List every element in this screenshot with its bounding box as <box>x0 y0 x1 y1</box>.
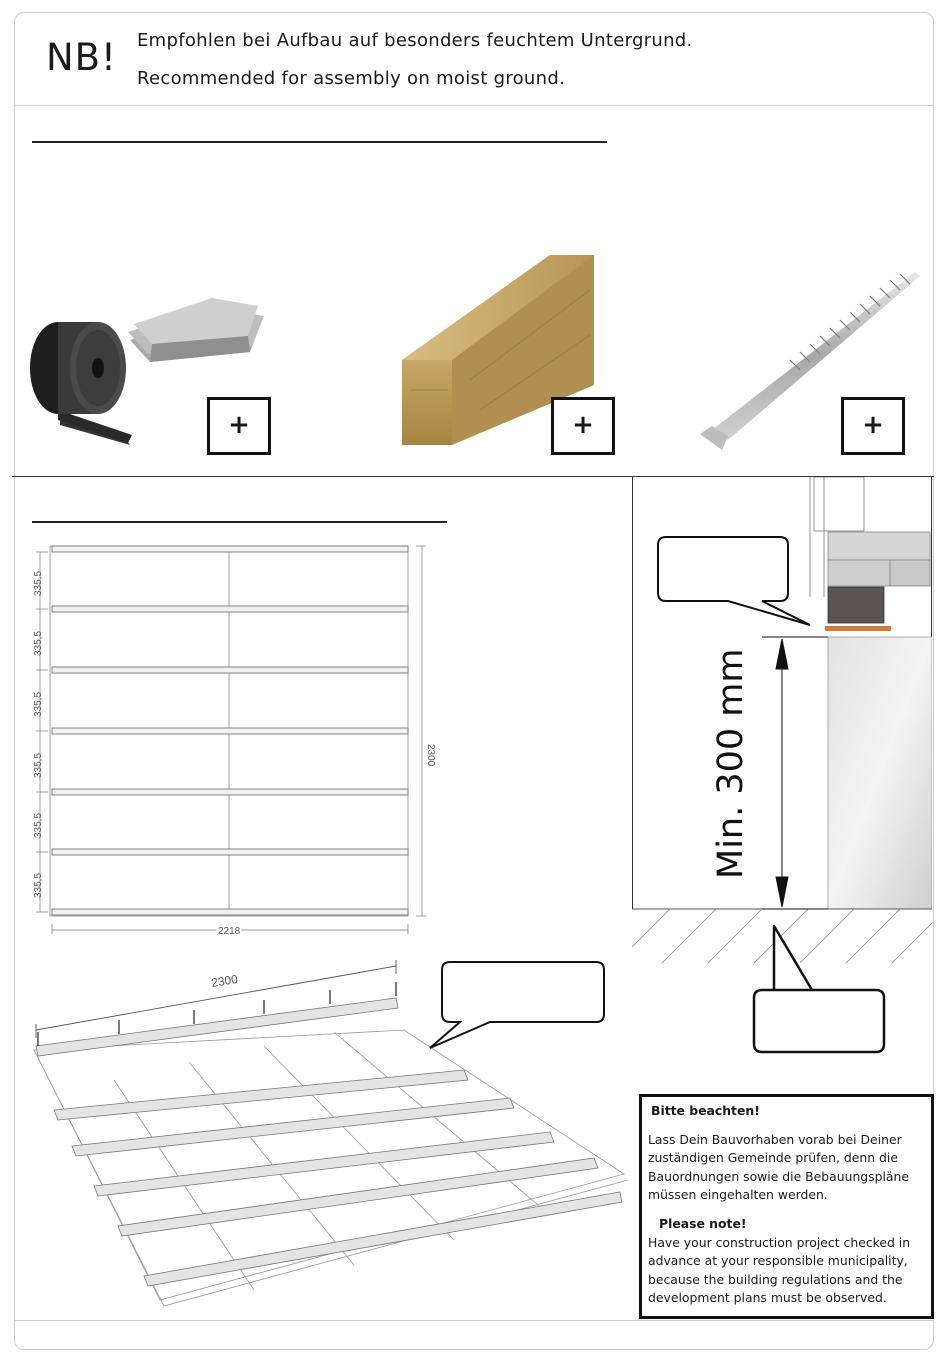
notice-de-line: Bauordnungen sowie die Bebauungspläne <box>648 1168 909 1184</box>
materials-illustrations <box>30 255 920 450</box>
foundation-detail-drawing: Min. 300 mm <box>632 477 932 963</box>
notice-en-line: development plans must be observed. <box>648 1290 887 1306</box>
isometric-frame-drawing: 2300 <box>33 960 629 1307</box>
notice-de-line: Lass Dein Bauvorhaben vorab bei Deiner <box>648 1132 902 1147</box>
felt-pads-icon <box>128 298 264 362</box>
materials-title-line <box>32 141 607 143</box>
screw-icon <box>700 272 920 450</box>
plan-title-line <box>32 521 447 523</box>
notice-en-line: Have your construction project checked i… <box>648 1235 911 1250</box>
note-english: Recommended for assembly on moist ground… <box>137 68 566 89</box>
spacing-label-4: 335,5 <box>33 753 44 778</box>
notice-heading-de: Bitte beachten! <box>651 1103 760 1118</box>
footer-divider <box>14 1320 934 1321</box>
floor-plan-drawing: 335,5 335,5 335,5 335,5 335,5 335,5 2300… <box>33 545 436 939</box>
spacing-label-5: 335,5 <box>33 813 44 838</box>
iso-length-label: 2300 <box>210 972 239 990</box>
add-timber-beam-button[interactable]: + <box>551 397 615 455</box>
add-screw-button[interactable]: + <box>841 397 905 455</box>
spacing-label-2: 335,5 <box>33 631 44 656</box>
notice-de-line: zuständigen Gemeinde prüfen, denn die <box>648 1150 898 1166</box>
min-height-label: Min. 300 mm <box>711 649 751 879</box>
notice-en-line: because the building regulations and the <box>648 1271 903 1287</box>
notice-de-line: müssen eingehalten werden. <box>648 1187 828 1203</box>
header-divider <box>14 105 934 106</box>
spacing-label-1: 335,5 <box>33 571 44 596</box>
spacing-label-6: 335,5 <box>33 873 44 898</box>
add-rubber-pads-button[interactable]: + <box>207 397 271 455</box>
width-label: 2218 <box>218 926 241 937</box>
callout-bubble-iso <box>429 961 605 1049</box>
page-frame <box>14 12 934 1350</box>
notice-text-en: Have your construction project checked i… <box>648 1234 910 1308</box>
notice-box: Bitte beachten! Lass Dein Bauvorhaben vo… <box>639 1094 934 1319</box>
nb-label: NB! <box>46 36 117 79</box>
height-label: 2300 <box>425 744 436 767</box>
materials-divider <box>12 476 934 477</box>
notice-en-line: advance at your responsible municipality… <box>648 1253 908 1269</box>
callout-bubble-ground <box>752 924 886 1054</box>
notice-heading-en: Please note! <box>659 1216 747 1231</box>
note-german: Empfohlen bei Aufbau auf besonders feuch… <box>137 30 693 51</box>
notice-text-de: Lass Dein Bauvorhaben vorab bei Deiner z… <box>648 1131 909 1205</box>
spacing-label-3: 335,5 <box>33 692 44 717</box>
rubber-roll-icon <box>30 322 132 445</box>
